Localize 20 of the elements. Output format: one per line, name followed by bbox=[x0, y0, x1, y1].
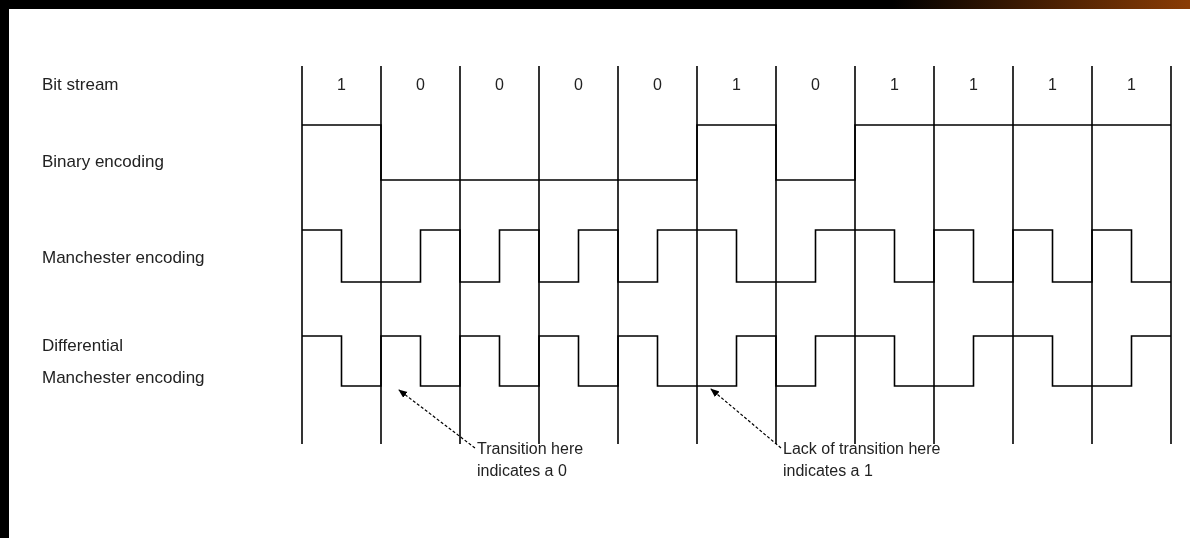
bit-value: 1 bbox=[336, 75, 347, 95]
row-label: Differential Manchester encoding bbox=[42, 335, 206, 389]
bit-value: 0 bbox=[415, 75, 426, 95]
row-label: Bit stream bbox=[42, 74, 120, 96]
bit-value: 0 bbox=[494, 75, 505, 95]
bit-value: 0 bbox=[652, 75, 663, 95]
annotation-text: Lack of transition here indicates a 1 bbox=[783, 439, 942, 481]
row-label: Manchester encoding bbox=[42, 247, 206, 269]
bit-value: 1 bbox=[1047, 75, 1058, 95]
bit-value: 1 bbox=[1126, 75, 1137, 95]
leader-arrow bbox=[710, 388, 782, 449]
bit-value: 1 bbox=[731, 75, 742, 95]
bit-value: 0 bbox=[810, 75, 821, 95]
differential-manchester-waveform bbox=[301, 335, 1172, 387]
bit-value: 0 bbox=[573, 75, 584, 95]
bit-value: 1 bbox=[889, 75, 900, 95]
leader-arrow bbox=[398, 389, 476, 449]
annotation-text: Transition here indicates a 0 bbox=[477, 439, 585, 481]
row-label: Binary encoding bbox=[42, 151, 165, 173]
bit-value: 1 bbox=[968, 75, 979, 95]
